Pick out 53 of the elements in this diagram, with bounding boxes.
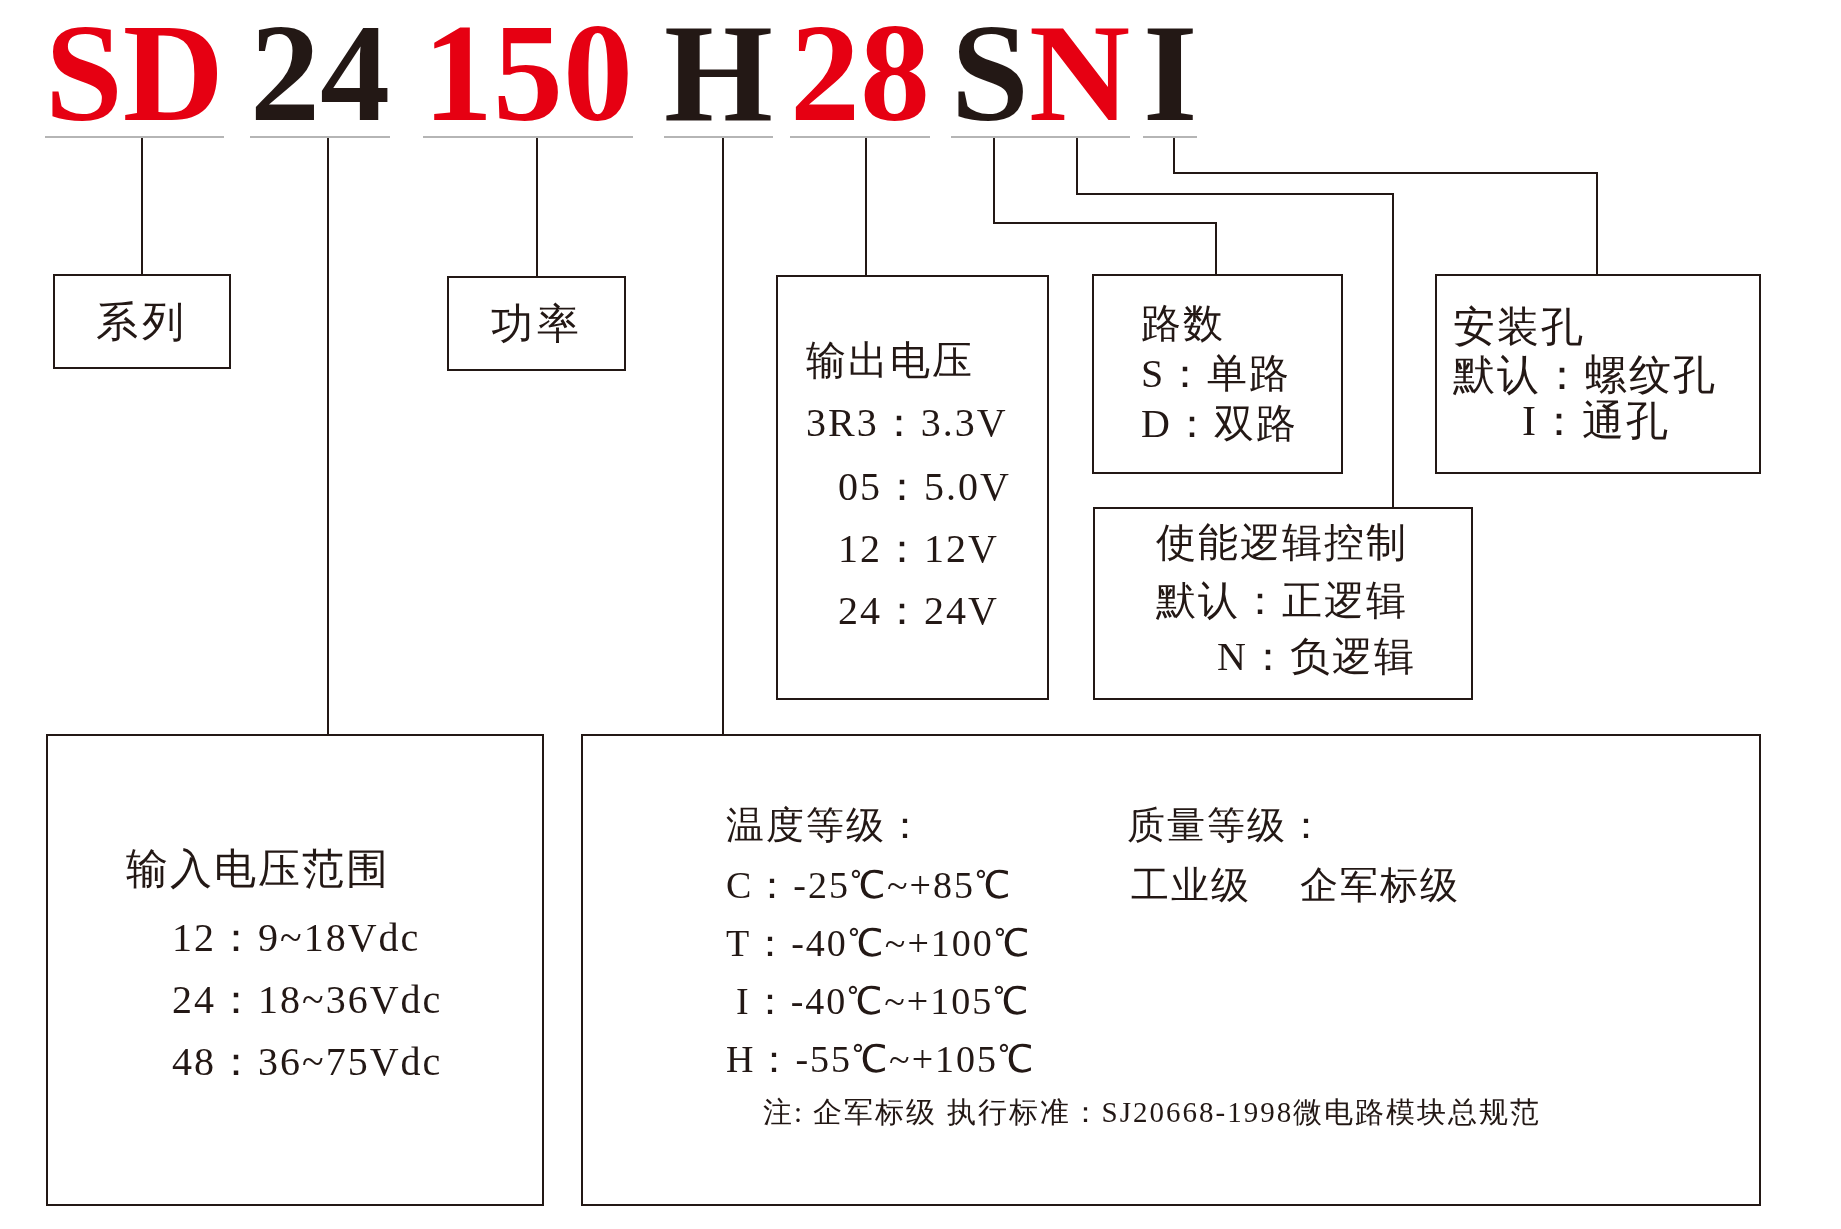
option-text: T：-40℃~+100℃ (726, 924, 1031, 962)
option-box (1093, 507, 1473, 700)
code-segment: S (951, 8, 1029, 138)
option-text: N：负逻辑 (1217, 637, 1416, 677)
option-text: I：通孔 (1522, 400, 1670, 442)
option-box (1435, 274, 1761, 474)
code-segment: 150 (423, 8, 633, 138)
option-title: 路数 (1141, 304, 1225, 344)
option-text: 质量等级： (1127, 806, 1327, 844)
option-title: 安装孔 (1453, 306, 1585, 348)
option-text: 05：5.0V (838, 467, 1011, 507)
code-segment: N (1029, 8, 1131, 138)
option-text: 注: 企军标级 执行标准：SJ20668-1998微电路模块总规范 (763, 1098, 1542, 1127)
option-box (581, 734, 1761, 1206)
option-text: 24：18~36Vdc (172, 980, 443, 1020)
option-text: H：-55℃~+105℃ (726, 1040, 1036, 1078)
option-text: C：-25℃~+85℃ (726, 866, 1012, 904)
option-box (46, 734, 544, 1206)
option-text: D：双路 (1141, 404, 1298, 444)
code-segment: 24 (250, 8, 390, 138)
code-segment: 28 (790, 8, 930, 138)
option-text: 12：12V (838, 529, 999, 569)
leader-line (1076, 137, 1394, 508)
option-label: 系列 (96, 300, 188, 343)
option-text: 48：36~75Vdc (172, 1042, 443, 1082)
option-text: 24：24V (838, 591, 999, 631)
option-text: 3R3：3.3V (806, 403, 1008, 443)
leader-line (722, 137, 724, 735)
option-label: 功率 (490, 302, 583, 345)
option-box (447, 276, 626, 371)
option-box (776, 275, 1049, 700)
leader-line (865, 137, 867, 276)
option-title: 输出电压 (806, 341, 974, 381)
option-text: S：单路 (1141, 354, 1292, 394)
option-box (53, 274, 231, 369)
option-text: 企军标级 (1300, 866, 1460, 904)
option-title: 输入电压范围 (126, 848, 390, 890)
option-text: I：-40℃~+105℃ (736, 982, 1031, 1020)
leader-line (536, 137, 538, 277)
leader-line (1173, 137, 1598, 275)
leader-line (993, 137, 1217, 275)
code-segment: I (1143, 8, 1198, 138)
option-box (1092, 274, 1343, 474)
option-title: 温度等级： (726, 806, 926, 844)
leader-line (141, 137, 143, 275)
option-title: 使能逻辑控制 (1156, 523, 1408, 563)
code-segment: SD (45, 8, 224, 138)
leader-line (327, 137, 329, 735)
option-text: 工业级 (1131, 866, 1251, 904)
option-text: 默认：螺纹孔 (1453, 354, 1717, 396)
option-text: 默认：正逻辑 (1156, 581, 1408, 621)
option-text: 12：9~18Vdc (172, 918, 421, 958)
code-segment: H (664, 8, 773, 138)
